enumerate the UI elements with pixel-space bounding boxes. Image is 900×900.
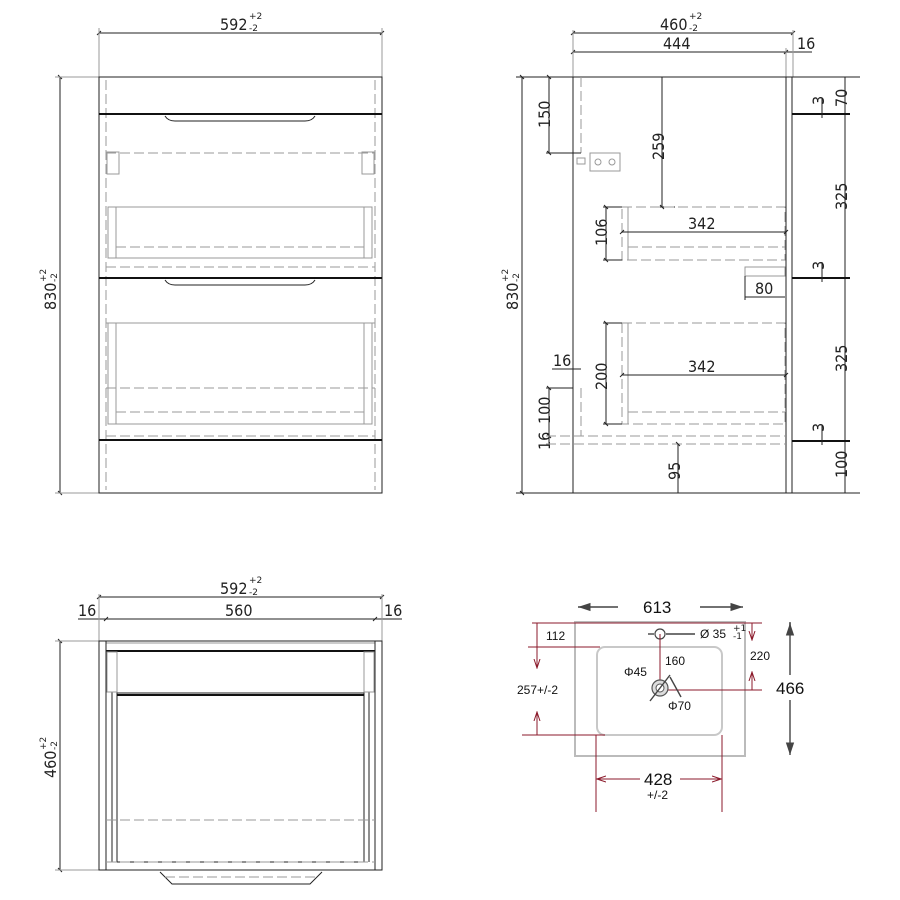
basin-depth-label: 466 xyxy=(776,679,804,698)
bowl-depth-label: 257+/-2 xyxy=(517,683,558,697)
side-depth-label: 460 xyxy=(660,15,687,34)
gap-1-label: 3 xyxy=(809,96,828,105)
side-height-tol-minus: -2 xyxy=(512,273,522,282)
tap-offset-label: 112 xyxy=(546,629,565,643)
side-inner-depth-label: 444 xyxy=(663,34,690,53)
top-depth-tol-minus: -2 xyxy=(50,741,60,750)
foot-height-label: 95 xyxy=(665,462,684,480)
top-width-tol-minus: -2 xyxy=(249,588,258,598)
top-view: 592 +2 -2 560 16 16 460 +2 -2 xyxy=(39,576,402,885)
runner-label: 80 xyxy=(755,279,773,298)
bracket-height-label: 150 xyxy=(535,101,554,128)
drain-small-label: Φ45 xyxy=(624,665,647,679)
front-width-tol-plus: +2 xyxy=(249,12,262,22)
runner xyxy=(744,266,786,277)
basin-view: 613 112 257+/-2 Ø 35 +1 -1 160 220 Φ45 Φ… xyxy=(517,598,804,812)
front-view: 592 +2 -2 830 +2 -2 xyxy=(39,12,385,496)
top-inner-width-label: 560 xyxy=(225,601,252,620)
top-to-drawer-label: 259 xyxy=(649,133,668,160)
drawer-1-depth-label: 342 xyxy=(688,214,715,233)
tap-hole-label: Ø 35 xyxy=(700,627,726,641)
gap-2-label: 3 xyxy=(809,261,828,270)
bowl-width-tol-label: +/-2 xyxy=(647,788,668,802)
door-thickness-label: 16 xyxy=(797,34,815,53)
tap-to-drain-label: 160 xyxy=(665,654,685,668)
drain-large-label: Φ70 xyxy=(668,699,691,713)
plinth-label: 100 xyxy=(832,451,851,478)
front-height-label: 830 xyxy=(41,283,60,310)
tap-hole-tol-plus: +1 xyxy=(733,624,746,634)
side-depth-tol-minus: -2 xyxy=(689,24,698,34)
panel-thickness-label: 16 xyxy=(553,351,571,370)
drawer-box xyxy=(116,692,365,863)
tap-hole-tol-minus: -1 xyxy=(733,632,742,642)
front-2-label: 325 xyxy=(832,345,851,372)
front-width-label: 592 xyxy=(220,15,247,34)
base-thickness-label: 16 xyxy=(535,432,554,450)
top-width-tol-plus: +2 xyxy=(249,576,262,586)
front-height-tol-minus: -2 xyxy=(50,273,60,282)
front-1-label: 325 xyxy=(832,183,851,210)
front-height-tol-plus: +2 xyxy=(39,269,49,282)
drawer-1-handle xyxy=(164,115,316,122)
plinth-gap-label: 100 xyxy=(535,397,554,424)
top-depth-tol-plus: +2 xyxy=(39,737,49,750)
drawer-2-height-label: 200 xyxy=(592,363,611,390)
hinge-bracket-left xyxy=(106,151,120,175)
top-width-label: 592 xyxy=(220,579,247,598)
bowl-width-label: 428 xyxy=(644,770,672,789)
top-drawer-handle xyxy=(159,871,323,885)
wall-bracket xyxy=(576,152,621,172)
hinge-bracket-right xyxy=(361,151,375,175)
side-height-label: 830 xyxy=(503,283,522,310)
cabinet-outline xyxy=(98,76,383,494)
drawer-2-handle xyxy=(164,279,316,286)
right-panel-label: 16 xyxy=(384,601,402,620)
gap-3-label: 3 xyxy=(809,423,828,432)
drawer-2-depth-label: 342 xyxy=(688,357,715,376)
side-height-tol-plus: +2 xyxy=(501,269,511,282)
side-depth-tol-plus: +2 xyxy=(689,12,702,22)
basin-width-label: 613 xyxy=(643,598,671,617)
front-width-tol-minus: -2 xyxy=(249,24,258,34)
drawer-1-height-label: 106 xyxy=(592,219,611,246)
top-depth-label: 460 xyxy=(41,751,60,778)
top-rail-label: 70 xyxy=(832,89,851,107)
side-view: 460 +2 -2 444 16 830 +2 -2 150 259 xyxy=(501,12,860,496)
drain-offset-label: 220 xyxy=(750,649,770,663)
left-panel-label: 16 xyxy=(78,601,96,620)
